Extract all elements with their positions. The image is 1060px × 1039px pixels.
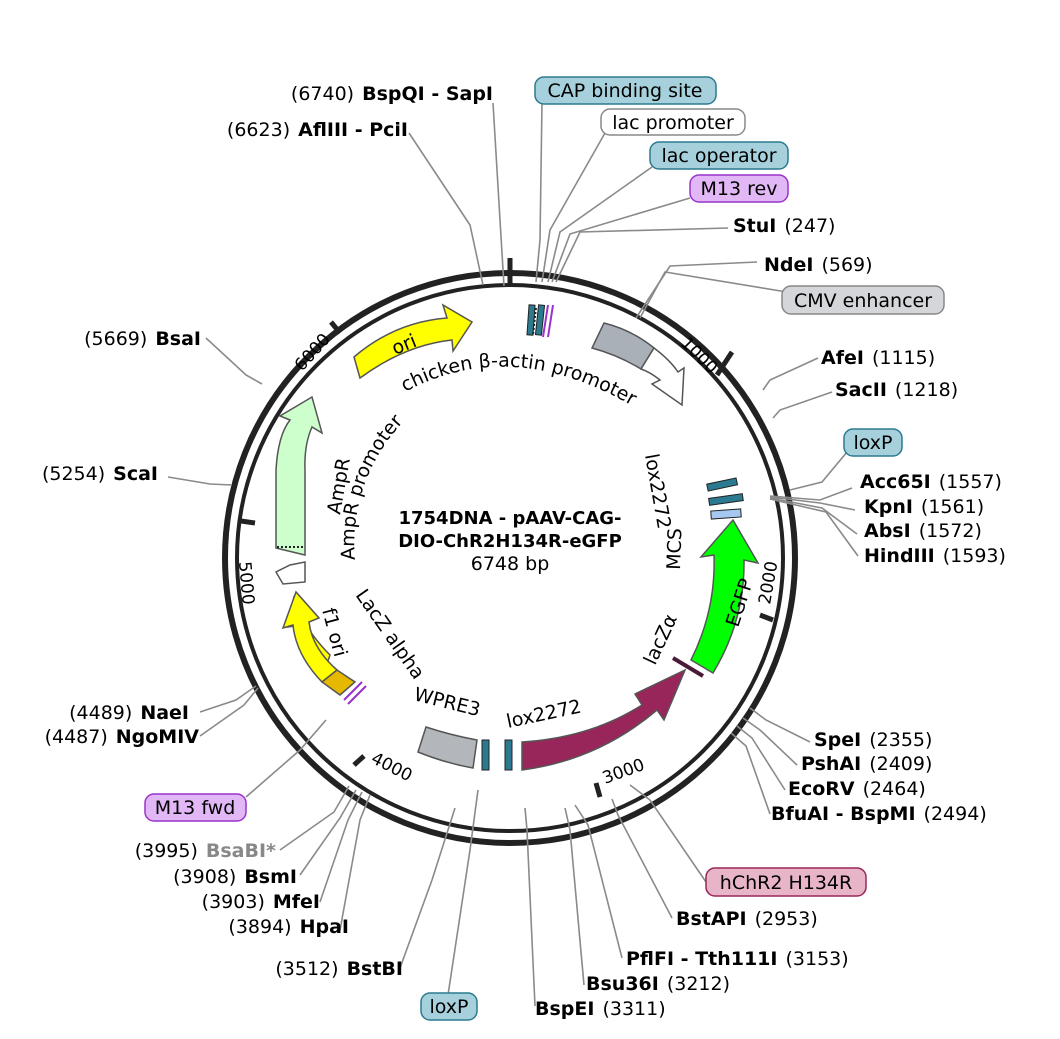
site-pflfi-tth111i: PflFI - Tth111I(3153)	[626, 948, 849, 970]
tick-label-4000: 4000	[368, 749, 416, 786]
lox2272-right-label: lox2272	[640, 452, 675, 531]
m13rev-marker-2	[547, 304, 554, 338]
site-hpai: (3894)HpaI	[228, 916, 349, 938]
tick-label-3000: 3000	[600, 755, 647, 789]
site-afei: AfeI(1115)	[821, 347, 935, 369]
site-sacii: SacII(1218)	[835, 379, 958, 401]
site-bfuai-bspmi: BfuAI - BspMI(2494)	[771, 803, 987, 825]
pill-lac-operator-text: lac operator	[661, 145, 776, 167]
backbone-inner-ring	[235, 283, 785, 833]
site-bspqi-sapi: (6740)BspQI - SapI	[291, 83, 493, 105]
pill-lac-operator: lac operator	[649, 141, 789, 170]
pill-cap-text: CAP binding site	[548, 80, 703, 102]
lac-promoter-dots	[532, 307, 537, 336]
cba-promoter-arrow	[639, 346, 685, 407]
pill-cmv-text: CMV enhancer	[794, 290, 932, 312]
site-stui: StuI(247)	[733, 215, 835, 237]
site-ecorv: EcoRV(2464)	[788, 778, 926, 800]
site-naei: (4489)NaeI	[69, 702, 189, 724]
site-bsabi: (3995)BsaBI*	[135, 840, 276, 862]
left-site-labels: (6740)BspQI - SapI (6623)AflIII - PciI (…	[42, 83, 493, 980]
wpre3-block	[417, 726, 478, 769]
laczalpha-marker	[671, 656, 705, 678]
plasmid-name-line2: DIO-ChR2H134R-eGFP	[398, 531, 622, 552]
lox2272-marker-a	[481, 739, 490, 771]
site-ngomiv: (4487)NgoMIV	[45, 726, 200, 748]
site-kpni: KpnI(1561)	[864, 496, 984, 518]
m13fwd-marker-2	[347, 685, 367, 705]
tick-6000	[329, 320, 342, 335]
leader-lines	[167, 102, 859, 1007]
tick-1000	[714, 350, 735, 377]
mcs-label: MCS	[663, 528, 686, 570]
ori-arrow	[353, 303, 474, 380]
pill-lac-promoter: lac promoter	[600, 108, 746, 136]
tick-2000	[759, 612, 774, 623]
site-mfei: (3903)MfeI	[202, 891, 320, 913]
lox2272-bottom-label: lox2272	[504, 696, 583, 733]
pill-m13-fwd-text: M13 fwd	[155, 797, 236, 819]
m13rev-marker	[542, 304, 549, 338]
lac-operator-marker	[534, 304, 546, 336]
tick-5000	[240, 518, 256, 526]
site-bstapi: BstAPI(2953)	[676, 908, 818, 930]
site-acc65i: Acc65I(1557)	[860, 471, 1002, 493]
lacz-alpha-label: LacZ alpha	[351, 585, 429, 683]
site-afliii-pcii: (6623)AflIII - PciI	[227, 119, 408, 141]
tick-label-5000: 5000	[234, 561, 258, 606]
m13fwd-marker-1	[343, 681, 363, 701]
pill-loxp-bottom: loxP	[420, 992, 478, 1021]
plasmid-size: 6748 bp	[471, 553, 550, 575]
pill-m13-rev: M13 rev	[689, 174, 789, 203]
hchr2-arrow	[521, 668, 687, 771]
pill-lac-promoter-text: lac promoter	[612, 112, 734, 134]
site-hindiii: HindIII(1593)	[864, 545, 1006, 567]
pill-hchr2-text: hChR2 H134R	[720, 872, 852, 894]
ampr-arrow	[275, 395, 324, 556]
pill-m13-fwd: M13 fwd	[144, 793, 247, 822]
pill-loxp-right: loxP	[843, 428, 903, 457]
site-scai: (5254)ScaI	[42, 463, 158, 485]
site-bspei: BspEI(3311)	[535, 998, 666, 1020]
lacz-alpha-block	[320, 669, 357, 696]
site-spei: SpeI(2355)	[814, 729, 932, 751]
site-bstbi: (3512)BstBI	[275, 958, 403, 980]
cba-promoter-label: chicken β-actin promoter	[397, 350, 640, 410]
site-ndei: NdeI(569)	[764, 254, 873, 276]
site-bsu36i: Bsu36I(3212)	[586, 973, 730, 995]
site-absi: AbsI(1572)	[864, 520, 982, 542]
pill-cmv-enhancer: CMV enhancer	[781, 285, 945, 315]
tick-4000	[352, 754, 366, 767]
pill-cap-binding-site: CAP binding site	[534, 76, 717, 105]
site-pshai: PshAI(2409)	[801, 753, 932, 775]
right-site-labels: StuI(247) NdeI(569) AfeI(1115) SacII(121…	[535, 215, 1006, 1020]
lox2272-right-marker	[708, 493, 744, 506]
site-bsai: (5669)BsaI	[84, 328, 201, 350]
loxp-right-marker	[706, 477, 739, 492]
pill-m13-rev-text: M13 rev	[701, 178, 778, 200]
pill-hchr2: hChR2 H134R	[705, 867, 867, 897]
wpre3-label: WPRE3	[412, 684, 483, 722]
egfp-arrow	[690, 518, 760, 675]
tick-marks	[240, 258, 774, 798]
plasmid-name-line1: 1754DNA - pAAV-CAG-	[398, 508, 621, 529]
pill-loxp-bottom-text: loxP	[429, 996, 468, 1018]
site-bsmi: (3908)BsmI	[173, 866, 297, 888]
pill-loxp-right-text: loxP	[853, 432, 892, 454]
ampr-promoter-label: AmpR promoter	[337, 410, 407, 561]
lox2272-marker-b	[504, 739, 513, 771]
f1-ori-arrow-body	[281, 590, 339, 684]
mcs-marker	[710, 508, 742, 520]
tick-3000	[593, 782, 603, 798]
ampr-promoter-arrow	[274, 561, 306, 585]
